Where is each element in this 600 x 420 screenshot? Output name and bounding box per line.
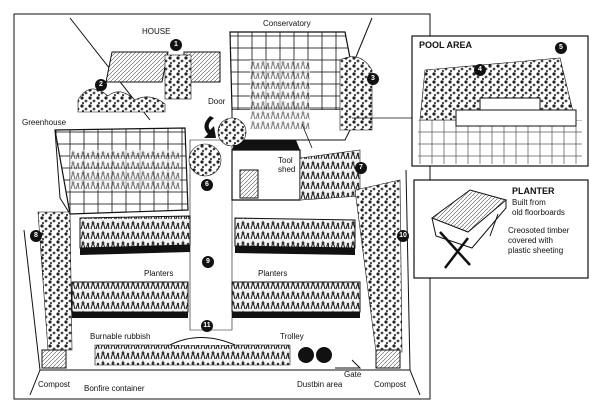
- tool-shed: [231, 140, 301, 201]
- marker-3: 3: [367, 73, 379, 85]
- pool-area-title: POOL AREA: [419, 40, 473, 50]
- marker-4: 4: [474, 64, 486, 76]
- dustbin: [298, 347, 314, 363]
- marker-9: 9: [202, 256, 214, 268]
- conservatory-label: Conservatory: [263, 19, 311, 28]
- garden-boundary: [23, 169, 411, 371]
- bonfire-container-label: Bonfire container: [84, 384, 145, 393]
- pool-area-inset: [411, 35, 589, 167]
- marker-10: 10: [397, 230, 409, 242]
- compost-bin-right: [375, 349, 401, 369]
- dustbin: [316, 347, 332, 363]
- compost-left-label: Compost: [38, 380, 71, 389]
- planter-title: PLANTER: [512, 186, 555, 196]
- trolley-label: Trolley: [280, 332, 304, 341]
- marker-7: 7: [355, 162, 367, 174]
- conservatory-structure: [229, 31, 361, 141]
- tool-shed-label: Tool shed: [278, 156, 296, 174]
- planter-note: Creosoted timber covered with plastic sh…: [508, 226, 570, 255]
- gate: [335, 359, 362, 369]
- greenhouse-label: Greenhouse: [22, 118, 67, 127]
- compost-bin-left: [41, 349, 67, 369]
- planters-left-label: Planters: [144, 269, 174, 278]
- leader-line: [301, 123, 313, 149]
- greenhouse-structure: [54, 127, 189, 215]
- marker-5: 5: [555, 42, 567, 54]
- planter-beds: [71, 215, 361, 318]
- gate-label: Gate: [344, 370, 362, 379]
- marker-2: 2: [95, 79, 107, 91]
- marker-6: 6: [201, 179, 213, 191]
- dustbin-area-label: Dustbin area: [297, 380, 343, 389]
- compost-right-label: Compost: [374, 380, 407, 389]
- marker-11: 11: [201, 320, 213, 332]
- planter-inset: [413, 179, 589, 279]
- burnable-rubbish-label: Burnable rubbish: [90, 332, 151, 341]
- door-arrow: [204, 116, 216, 138]
- planters-right-label: Planters: [258, 269, 288, 278]
- door-label: Door: [208, 97, 226, 106]
- marker-8: 8: [30, 230, 42, 242]
- planter-subtitle: Built from old floorboards: [512, 198, 565, 217]
- house-windows: [105, 51, 221, 100]
- house-label: HOUSE: [142, 27, 171, 36]
- marker-1: 1: [170, 39, 182, 51]
